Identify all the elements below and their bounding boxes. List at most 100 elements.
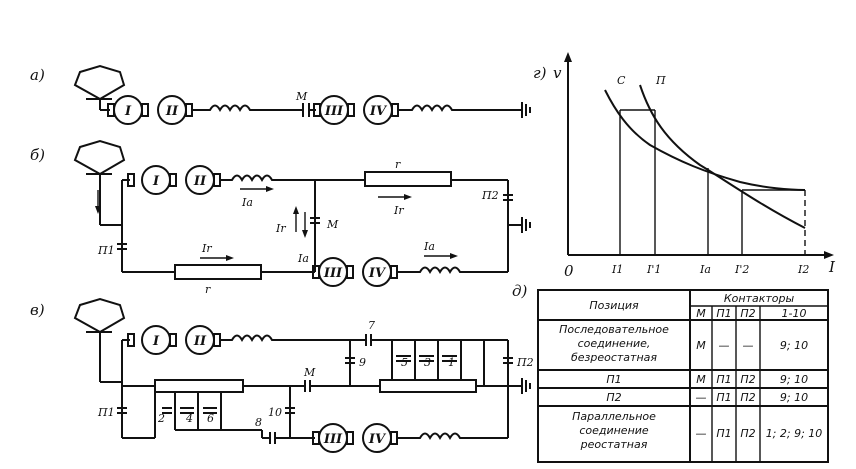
svg-text:М: М	[696, 339, 706, 352]
svg-text:Iа: Iа	[297, 252, 309, 265]
svg-text:П1: П1	[97, 244, 115, 257]
table-row: П1 М П1 П2 9; 10	[606, 373, 808, 386]
svg-text:П: П	[655, 74, 666, 87]
svg-text:С: С	[617, 74, 626, 87]
motor-II-v: II	[185, 325, 221, 355]
motor-I-a: I	[107, 95, 149, 125]
resistor-r-b-bottom	[174, 264, 262, 280]
svg-text:М: М	[696, 307, 706, 320]
contactor-table: Позиция Контакторы М П1 П2 1-10 Последов…	[537, 289, 829, 463]
motor-I-v: I	[127, 325, 177, 355]
field-winding-b2	[397, 266, 508, 275]
contactors-2-4-6-v: 2 4 6	[157, 407, 217, 425]
curve-series	[604, 89, 806, 191]
svg-text:—: —	[696, 391, 707, 404]
motor-IV-a: IV	[363, 95, 399, 125]
svg-text:1: 1	[448, 356, 455, 369]
motor-III-b: III	[312, 257, 354, 287]
graph-axes: v I 0	[553, 52, 836, 280]
contactor-P2-v: П2	[503, 356, 534, 369]
svg-text:П1: П1	[716, 427, 731, 440]
svg-text:П1: П1	[716, 391, 731, 404]
table-row: Последовательное соединение, безреостатн…	[559, 323, 808, 364]
svg-text:6: 6	[207, 412, 214, 425]
resistor-r-b-top	[364, 171, 452, 187]
contactors-5-3-1-v: 5 3 1	[396, 355, 457, 369]
table-header-contactors: Контакторы	[724, 292, 795, 305]
contactor-P2-b: П2	[481, 189, 513, 202]
svg-text:П2: П2	[481, 189, 499, 202]
svg-text:r: r	[205, 283, 211, 296]
label-v: в)	[30, 301, 45, 319]
pantograph-v	[73, 297, 126, 334]
svg-text:Ir: Ir	[393, 204, 404, 217]
svg-text:П2: П2	[516, 356, 534, 369]
svg-text:1-10: 1-10	[782, 307, 807, 320]
svg-text:II: II	[165, 104, 179, 119]
contactor-9-v: 9	[345, 356, 366, 369]
table-row: Параллельное соединение реостатная — П1 …	[572, 410, 822, 451]
svg-text:М: М	[696, 373, 706, 386]
svg-text:9; 10: 9; 10	[780, 339, 808, 352]
field-winding-v2	[397, 432, 508, 441]
svg-text:9; 10: 9; 10	[780, 373, 808, 386]
svg-text:7: 7	[368, 319, 375, 332]
pantograph-b	[73, 139, 126, 176]
graph-construction-lines	[619, 109, 806, 255]
svg-text:IV: IV	[368, 266, 387, 281]
contactor-M-a: М	[290, 90, 310, 117]
contactor-M-b: М	[310, 217, 339, 231]
table-row: П2 — П1 П2 9; 10	[606, 391, 808, 404]
svg-text:соединение,: соединение,	[578, 337, 651, 350]
svg-text:II: II	[193, 334, 207, 349]
label-a: а)	[30, 66, 45, 84]
svg-text:Iа: Iа	[241, 196, 253, 209]
svg-text:III: III	[324, 104, 344, 119]
svg-text:9: 9	[359, 356, 366, 369]
svg-text:I1: I1	[611, 263, 623, 276]
svg-text:Ir: Ir	[275, 222, 286, 235]
svg-text:II: II	[193, 174, 207, 189]
svg-text:—: —	[743, 339, 754, 352]
svg-text:реостатная: реостатная	[580, 438, 648, 451]
motor-II-a: II	[157, 95, 193, 125]
svg-text:2: 2	[157, 412, 165, 425]
label-g: г)	[533, 64, 547, 82]
svg-text:безреостатная: безреостатная	[571, 351, 657, 364]
motor-IV-v: IV	[362, 423, 398, 453]
svg-text:П1: П1	[716, 373, 731, 386]
contactor-M-v: М	[292, 366, 316, 392]
motor-II-b: II	[185, 165, 221, 195]
svg-text:v: v	[553, 64, 562, 82]
svg-text:I'2: I'2	[734, 263, 749, 276]
svg-text:—: —	[696, 427, 707, 440]
label-d: д)	[512, 282, 528, 300]
svg-text:5: 5	[401, 356, 408, 369]
motor-I-b: I	[127, 165, 177, 195]
field-winding-a1	[192, 104, 290, 113]
svg-text:I: I	[124, 104, 132, 119]
svg-text:М: М	[326, 218, 339, 231]
svg-text:4: 4	[185, 412, 193, 425]
svg-text:1; 2; 9; 10: 1; 2; 9; 10	[766, 427, 823, 440]
motor-III-a: III	[313, 95, 355, 125]
contactor-7-v: 7	[350, 319, 375, 346]
svg-text:r: r	[395, 158, 401, 171]
svg-text:соединение: соединение	[579, 424, 649, 437]
contactor-P1-b: П1	[97, 243, 127, 257]
svg-text:I: I	[152, 174, 160, 189]
curve-parallel	[639, 84, 806, 229]
svg-text:М: М	[295, 90, 308, 103]
resistor-v-right	[379, 379, 477, 393]
svg-text:I'1: I'1	[646, 263, 661, 276]
svg-text:Iа: Iа	[423, 240, 435, 253]
svg-text:—: —	[719, 339, 730, 352]
field-winding-v1	[220, 334, 350, 343]
graph-ticks: I1 I'1 Iа I'2 I2	[611, 263, 809, 276]
ground-b	[521, 217, 531, 233]
svg-text:IV: IV	[368, 432, 387, 447]
svg-text:8: 8	[255, 416, 262, 429]
svg-text:III: III	[323, 432, 343, 447]
svg-text:I: I	[152, 334, 160, 349]
